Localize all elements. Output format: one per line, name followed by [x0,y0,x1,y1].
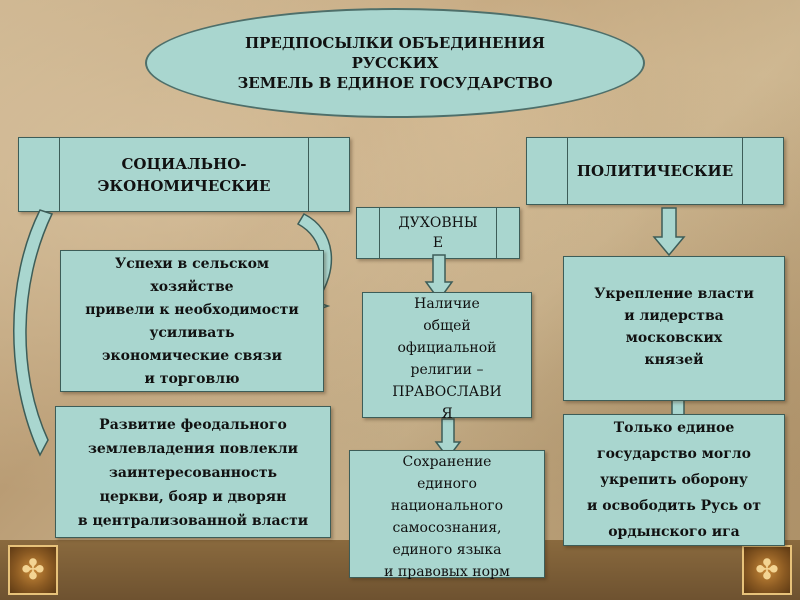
box-political-power: Укрепление власти и лидерства московских… [563,256,785,401]
header-side-right [742,138,783,204]
header-social-economic: СОЦИАЛЬНО- ЭКОНОМИЧЕСКИЕ [18,137,350,212]
box-social-feudal: Развитие феодального землевладения повле… [55,406,331,538]
header-side-right [308,138,349,211]
header-side-left [19,138,60,211]
box-spiritual-religion: Наличие общей официальной религии – ПРАВ… [362,292,532,422]
ornament-left-icon [8,545,58,595]
header-side-left [527,138,568,204]
header-political-label: ПОЛИТИЧЕСКИЕ [576,162,734,180]
box-political-defense: Только единое государство могло укрепить… [563,414,785,546]
header-side-left [357,208,380,258]
header-social-label: СОЦИАЛЬНО- ЭКОНОМИЧЕСКИЕ [97,154,271,195]
ornament-right-icon [742,545,792,595]
header-side-right [496,208,519,258]
header-political: ПОЛИТИЧЕСКИЕ [526,137,784,205]
header-spiritual: ДУХОВНЫ Е [356,207,520,259]
box-social-agriculture: Успехи в сельском хозяйстве привели к не… [60,250,324,392]
down-arrow-spiritual-1-icon [424,254,454,302]
curved-arrow-left-icon [13,209,54,457]
down-arrow-political-1-icon [652,207,686,257]
title-ellipse: ПРЕДПОСЫЛКИ ОБЪЕДИНЕНИЯ РУССКИХ ЗЕМЕЛЬ В… [145,8,645,118]
header-spiritual-label: ДУХОВНЫ Е [398,215,478,251]
box-spiritual-identity: Сохранение единого национального самосоз… [349,450,545,580]
